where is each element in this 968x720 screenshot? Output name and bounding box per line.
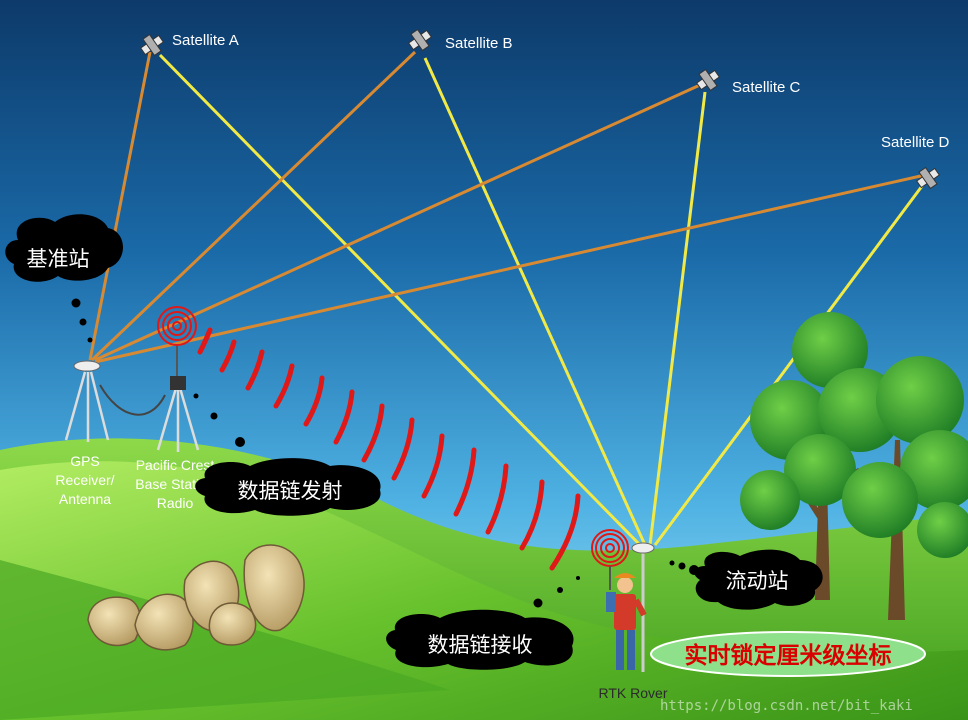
svg-text:Receiver/: Receiver/ <box>55 472 114 488</box>
surveyor-backpack <box>606 592 616 612</box>
line-satA-base <box>88 51 152 361</box>
surveyor-shirt <box>614 594 636 630</box>
svg-text:Base Station: Base Station <box>135 476 214 492</box>
svg-text:Radio: Radio <box>157 495 194 511</box>
satellite-d-label: Satellite D <box>881 134 950 151</box>
svg-text:数据链发射: 数据链发射 <box>238 479 343 503</box>
svg-text:GPS: GPS <box>70 453 100 469</box>
wave-arc <box>245 349 265 391</box>
signal-lines <box>88 50 927 547</box>
rtk-rover: RTK Rover <box>591 529 668 701</box>
satellite-d: Satellite D <box>881 134 950 190</box>
satellite-c: Satellite C <box>695 68 801 96</box>
svg-text:基准站: 基准站 <box>27 247 90 271</box>
wave-arc <box>453 447 477 517</box>
callout-rover-station: 流动站 <box>669 549 823 610</box>
wave-arc <box>303 375 325 427</box>
wave-arc <box>391 417 415 481</box>
satellite-icon <box>407 28 433 52</box>
watermark: https://blog.csdn.net/bit_kaki <box>660 698 913 714</box>
cable <box>99 384 166 416</box>
wave-arc <box>197 327 213 355</box>
wave-arc <box>549 493 581 571</box>
satellite-a: Satellite A <box>139 32 239 57</box>
line-satB-rover <box>423 57 647 546</box>
svg-text:Antenna: Antenna <box>59 491 111 507</box>
radio-waves <box>197 327 581 571</box>
wave-arc <box>519 479 545 551</box>
satellite-b-label: Satellite B <box>445 35 513 52</box>
line-satC-rover <box>648 91 707 546</box>
result-badge: 实时锁定厘米级坐标 <box>650 631 926 677</box>
satellite-icon <box>915 166 941 190</box>
radio-label: Pacific Crest Base Station Radio <box>135 457 214 511</box>
gps-tripod <box>64 371 110 442</box>
line-satD-rover <box>653 181 927 546</box>
satellite-a-label: Satellite A <box>172 32 239 49</box>
surveyor-head <box>617 577 633 593</box>
callout-datalink-tx: 数据链发射 <box>193 393 381 516</box>
surveyor-leg <box>616 630 624 670</box>
surveyor-leg <box>627 630 635 670</box>
rover-label: RTK Rover <box>599 685 668 701</box>
line-satC-base <box>94 83 701 362</box>
rocks <box>87 544 305 651</box>
radio-signal-icon <box>157 306 197 346</box>
wave-arc <box>219 339 237 373</box>
line-satB-base <box>90 50 417 362</box>
satellite-icon <box>695 68 721 92</box>
gps-antenna <box>73 360 101 372</box>
gps-label: GPS Receiver/ Antenna <box>55 453 114 507</box>
callout-datalink-rx: 数据链接收 <box>386 576 580 670</box>
svg-text:数据链接收: 数据链接收 <box>428 633 533 657</box>
result-text: 实时锁定厘米级坐标 <box>685 642 892 669</box>
wave-arc <box>421 433 445 499</box>
line-satD-base <box>94 173 926 364</box>
trees <box>740 312 968 620</box>
radio-tripod <box>156 387 200 452</box>
svg-text:流动站: 流动站 <box>726 569 789 593</box>
wave-arc <box>361 403 385 463</box>
surveyor-hat <box>614 573 636 578</box>
line-satA-rover <box>158 53 642 547</box>
satellite-c-label: Satellite C <box>732 79 801 96</box>
callout-base-station: 基准站 <box>5 214 123 343</box>
satellite-icon <box>139 33 165 57</box>
wave-arc <box>273 363 295 409</box>
wave-arc <box>485 463 509 535</box>
rover-antenna <box>631 542 655 554</box>
satellite-b: Satellite B <box>407 28 513 52</box>
wave-arc <box>333 389 355 445</box>
svg-text:Pacific Crest: Pacific Crest <box>136 457 215 473</box>
radio-unit <box>170 376 186 390</box>
